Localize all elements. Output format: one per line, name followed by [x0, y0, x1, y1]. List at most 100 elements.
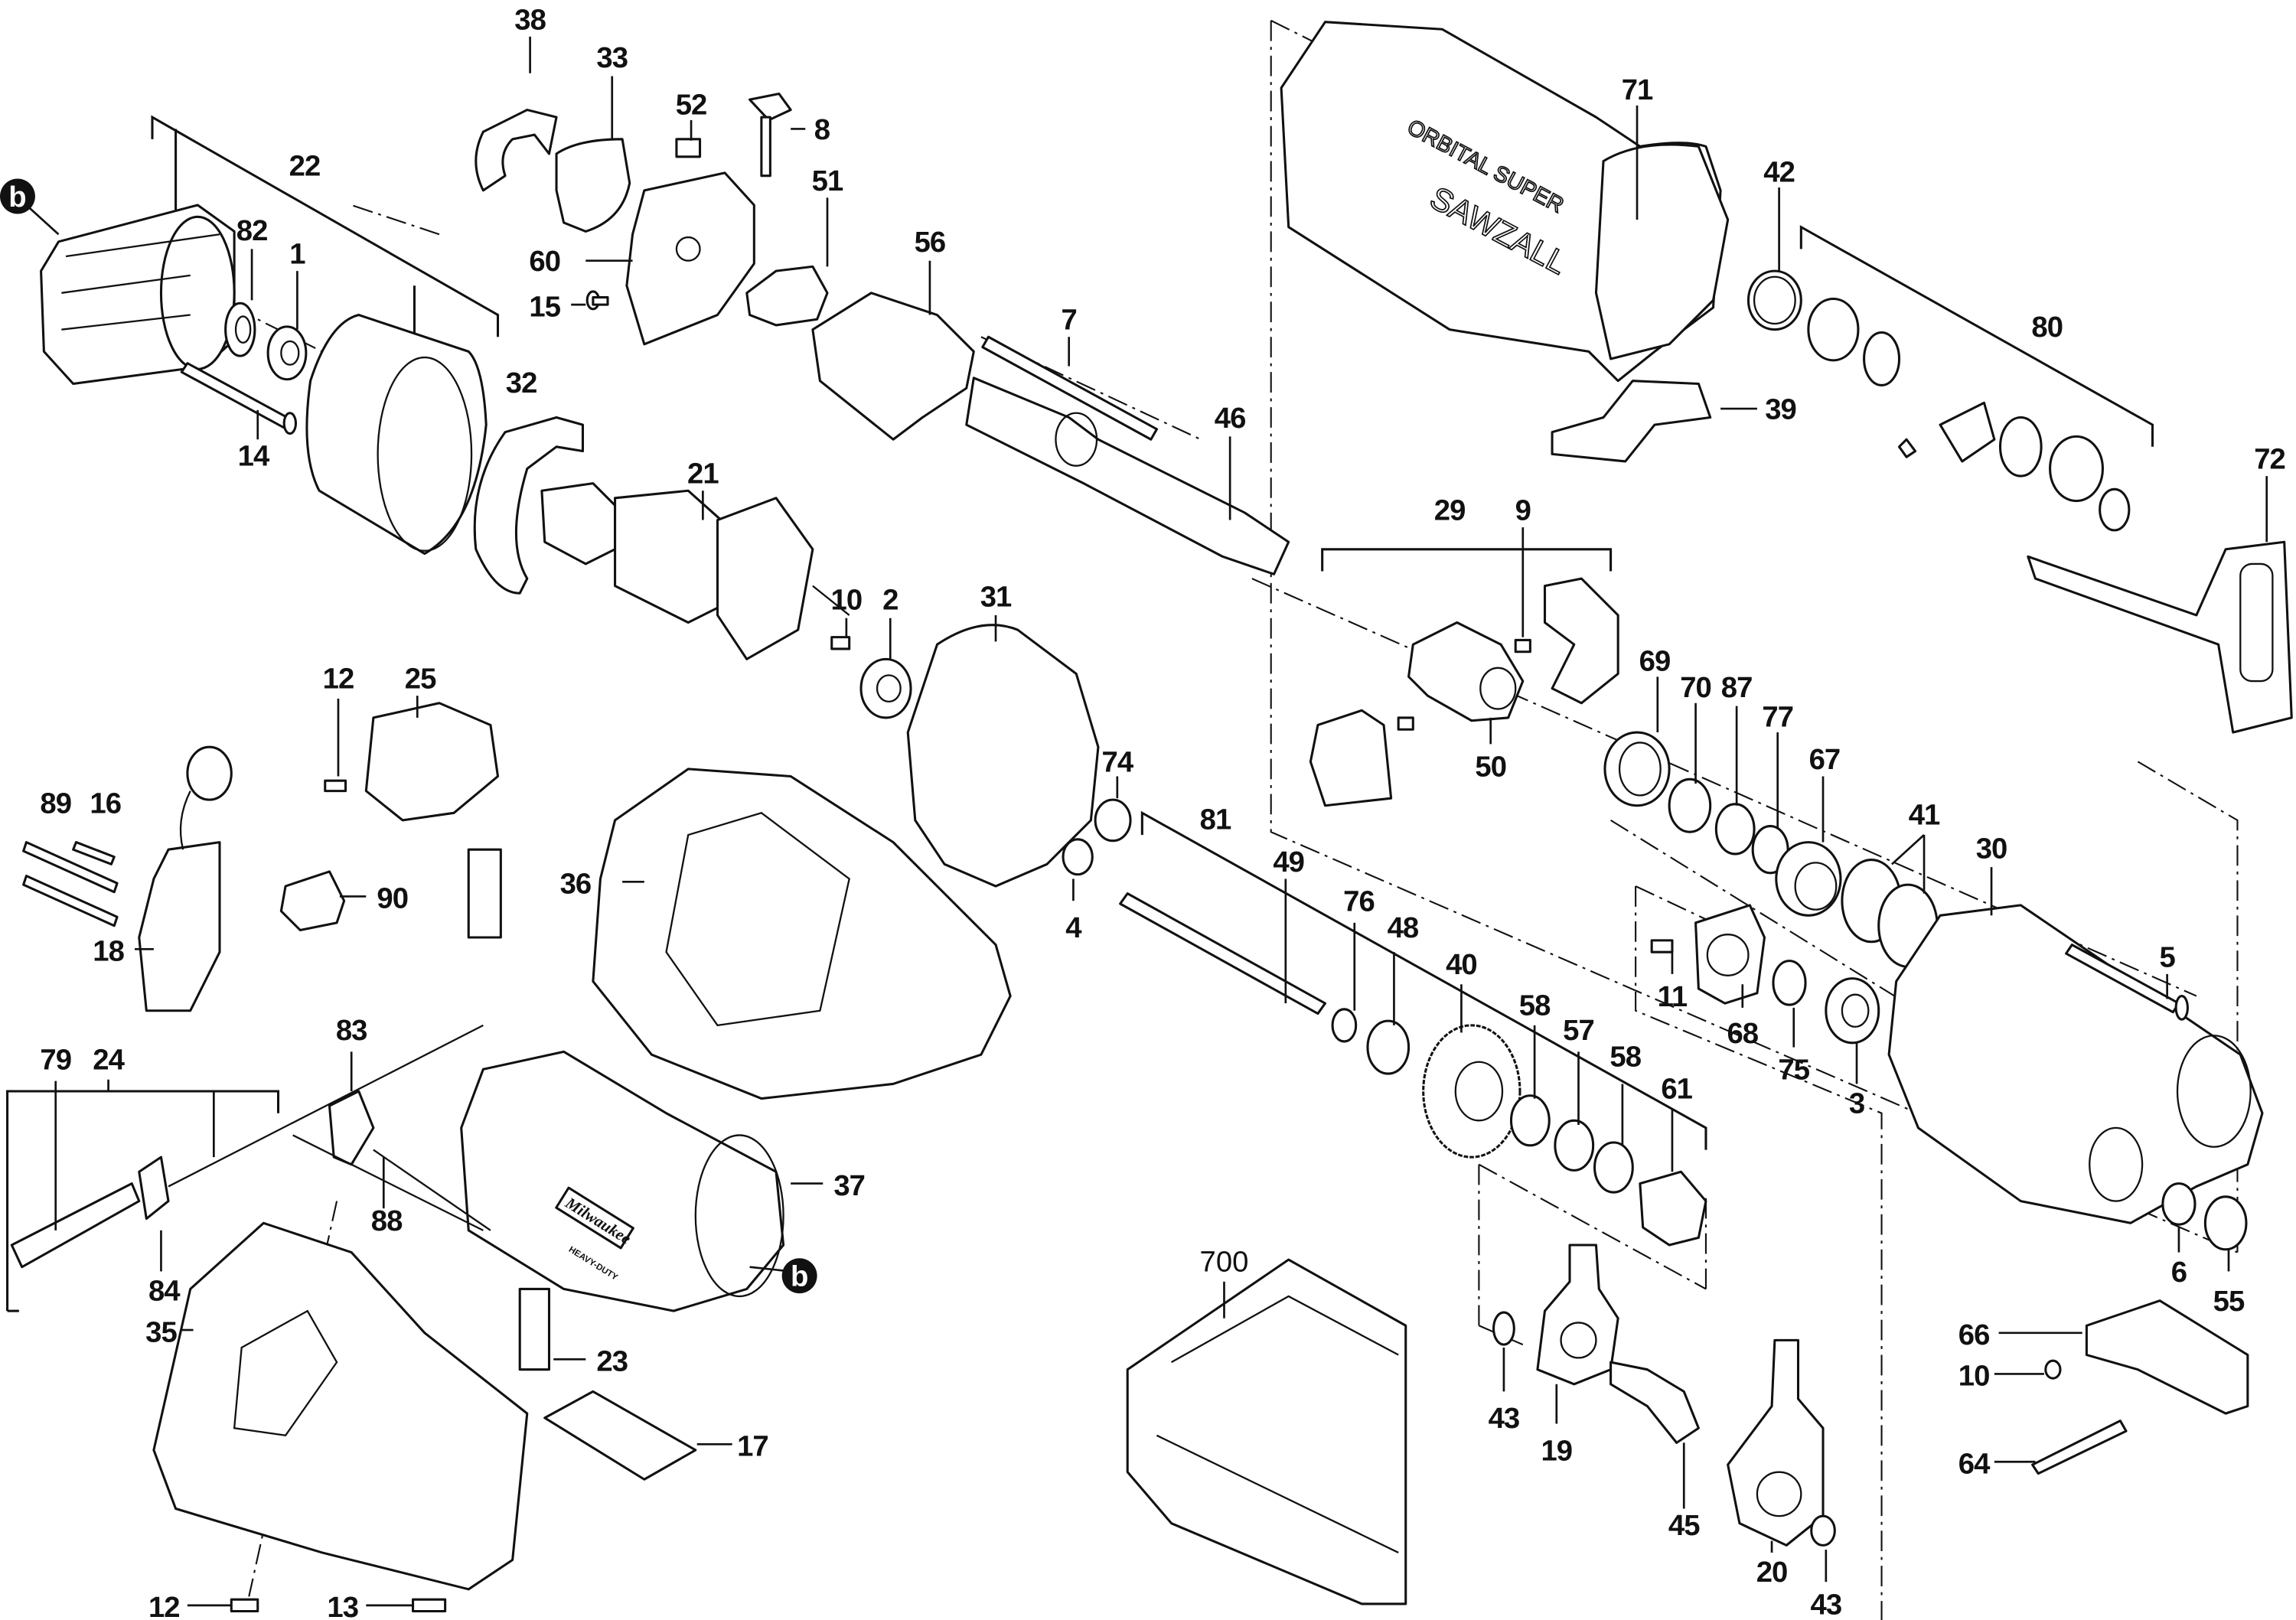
part-stator — [25, 204, 236, 386]
part-39-lever — [1551, 380, 1712, 463]
part-label: 3 — [1849, 1087, 1864, 1120]
part-label: 70 — [1680, 671, 1711, 704]
part-32-baffle — [473, 416, 585, 595]
part-10-screw-b — [2044, 1359, 2062, 1380]
part-label: 38 — [514, 3, 546, 36]
part-74-washer — [1094, 798, 1132, 843]
part-label: 89 — [40, 787, 71, 820]
part-10-screw-a — [830, 636, 851, 650]
part-18-electronics — [138, 745, 233, 1012]
part-label: 81 — [1200, 803, 1231, 836]
part-15-screw — [585, 290, 609, 311]
part-50-blade-clamp — [1407, 621, 1525, 722]
part-label: 10 — [1958, 1360, 1990, 1393]
reference-marker-b-top: b — [0, 178, 35, 214]
part-58-washer-b — [1593, 1141, 1634, 1194]
part-label: 9 — [1515, 494, 1531, 526]
part-67-bushing — [1775, 841, 1842, 917]
part-label: 25 — [405, 663, 436, 696]
part-label: 90 — [377, 882, 408, 915]
part-61-bearing — [1639, 1170, 1707, 1247]
part-82-bearing-holder — [224, 302, 256, 357]
part-71-gear-housing: ORBITAL SUPER SAWZALL — [1280, 21, 1730, 383]
part-label: 57 — [1563, 1014, 1594, 1047]
part-14-screw — [180, 362, 298, 435]
part-label: 55 — [2213, 1285, 2245, 1318]
part-label: 4 — [1065, 911, 1082, 944]
part-55-cap — [2203, 1195, 2248, 1251]
part-label: 68 — [1727, 1017, 1758, 1050]
part-58-washer-a — [1509, 1094, 1551, 1147]
part-700-carry-case — [1126, 1258, 1407, 1605]
part-label: 69 — [1639, 645, 1671, 678]
part-66-bracket — [2085, 1299, 2249, 1415]
part-label: 35 — [145, 1315, 177, 1348]
part-20-arm — [1727, 1338, 1825, 1547]
part-label: 36 — [560, 868, 592, 901]
part-12-screw-a — [324, 779, 347, 793]
part-42-ring — [1746, 269, 1802, 331]
part-7-rod — [981, 335, 1159, 441]
part-label: 20 — [1756, 1556, 1788, 1589]
reference-marker-label: b — [791, 1260, 808, 1293]
part-label: 19 — [1541, 1434, 1572, 1467]
part-56-counterweight-guide — [811, 292, 975, 441]
part-label: 79 — [40, 1043, 71, 1076]
part-label: 71 — [1622, 73, 1653, 106]
part-label: 700 — [1200, 1245, 1249, 1278]
part-label: 61 — [1661, 1073, 1692, 1106]
part-label: 12 — [323, 663, 354, 696]
part-label: 15 — [529, 290, 560, 323]
part-57-clutch — [1554, 1119, 1595, 1172]
part-33-plate — [555, 138, 631, 233]
part-label: 39 — [1765, 393, 1796, 425]
part-field-cylinder — [305, 314, 488, 556]
part-label: 1 — [289, 238, 305, 271]
part-label: 74 — [1101, 746, 1133, 779]
part-label: 33 — [596, 41, 628, 74]
part-label: 56 — [915, 226, 946, 259]
part-label: 10 — [831, 583, 863, 616]
part-24-cord-set — [10, 1024, 484, 1269]
part-label: 13 — [327, 1591, 358, 1620]
part-16-screw — [72, 841, 116, 865]
part-label: 11 — [1658, 980, 1688, 1013]
part-8-pin — [748, 92, 792, 178]
part-label: 14 — [238, 440, 270, 473]
part-label: 31 — [980, 580, 1012, 613]
part-label: 12 — [148, 1591, 180, 1620]
part-label: 32 — [506, 367, 537, 399]
part-40-gear — [1422, 1024, 1521, 1159]
part-64-pin — [2031, 1420, 2128, 1475]
part-1-bearing — [266, 325, 308, 381]
part-70-washer — [1668, 777, 1712, 833]
part-label: 64 — [1958, 1448, 1991, 1481]
leader-lines — [54, 36, 2268, 1607]
part-43-snap-ring-b — [1810, 1514, 1836, 1547]
part-label: 42 — [1763, 155, 1795, 188]
part-6-nut — [2161, 1182, 2197, 1226]
part-label: 21 — [687, 458, 719, 491]
part-label: 8 — [814, 113, 830, 146]
part-label: 22 — [289, 150, 321, 183]
part-19-arm — [1536, 1244, 1619, 1386]
part-48-washer — [1366, 1019, 1411, 1075]
part-23-brush — [518, 1287, 551, 1371]
part-11-screw — [1650, 939, 1674, 953]
part-25-switch — [364, 702, 500, 822]
part-46-plunger — [965, 376, 1290, 575]
part-label: 43 — [1489, 1402, 1520, 1435]
part-5-screw — [2065, 944, 2189, 1021]
part-9-pin — [1514, 638, 1531, 654]
part-label: 37 — [833, 1169, 865, 1202]
part-label: 49 — [1273, 846, 1304, 878]
reference-marker-label: b — [8, 181, 26, 214]
part-label: 45 — [1668, 1509, 1700, 1542]
part-89-rods — [22, 841, 119, 927]
part-38-switch-cover — [475, 109, 558, 192]
part-36-housing-half — [592, 768, 1012, 1100]
part-4-bushing — [1062, 838, 1094, 876]
part-label: 30 — [1976, 833, 2007, 865]
part-label: 87 — [1721, 671, 1753, 704]
